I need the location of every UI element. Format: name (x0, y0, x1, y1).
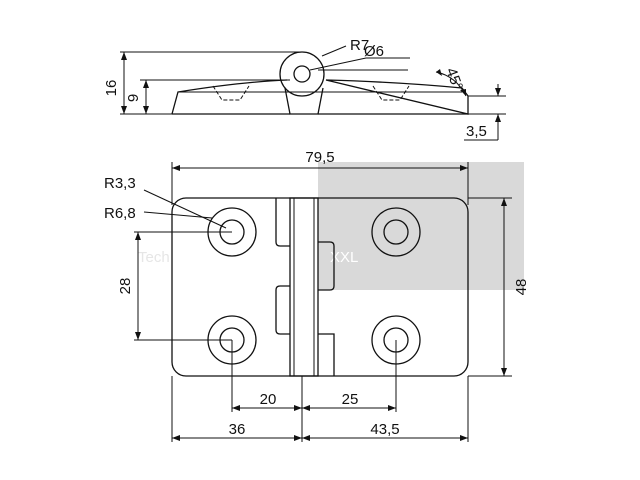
front-view: 79,5 R3,3 R6, (104, 149, 530, 442)
watermark-text-tech: Tech (138, 249, 170, 266)
dim-overall-width: 79,5 (305, 149, 334, 166)
knuckle-segment-lower (275, 285, 290, 335)
dim-knuckle-radius: R7 (350, 37, 369, 54)
dim-pin-diameter: Ø6 (364, 43, 384, 60)
hinge-body-outline (171, 197, 469, 377)
left-countersink-side (212, 85, 250, 101)
dim-left-hole-offset: 20 (260, 391, 277, 408)
dim-left-leaf-width: 36 (229, 421, 246, 438)
dim-countersink-radius: R6,8 (104, 205, 136, 222)
pin-hole (293, 65, 311, 83)
dim-right-leaf-width: 43,5 (370, 421, 399, 438)
dim-total-height: 16 (103, 80, 120, 97)
dim-leaf-height: 9 (125, 94, 142, 102)
knuckle-strip (289, 197, 319, 377)
hole-top-right (371, 207, 421, 257)
dim-leaf-thickness: 3,5 (466, 123, 487, 140)
knuckle-outer (279, 51, 325, 97)
dim-hole-radius: R3,3 (104, 175, 136, 192)
watermark: Tech XXL (138, 162, 524, 290)
side-view: 16 9 R7 Ø6 45° 3,5 (103, 37, 506, 141)
dim-hole-spacing-vertical: 28 (117, 278, 134, 295)
dim-right-hole-offset: 25 (342, 391, 359, 408)
dim-chamfer-angle: 45° (442, 66, 466, 93)
side-view-leaf-outline (171, 79, 469, 115)
knuckle-segment-upper (275, 198, 290, 247)
watermark-text-xxl: XXL (330, 249, 358, 266)
watermark-box (318, 162, 524, 290)
right-countersink-side (372, 85, 410, 101)
dim-overall-height: 48 (513, 279, 530, 296)
